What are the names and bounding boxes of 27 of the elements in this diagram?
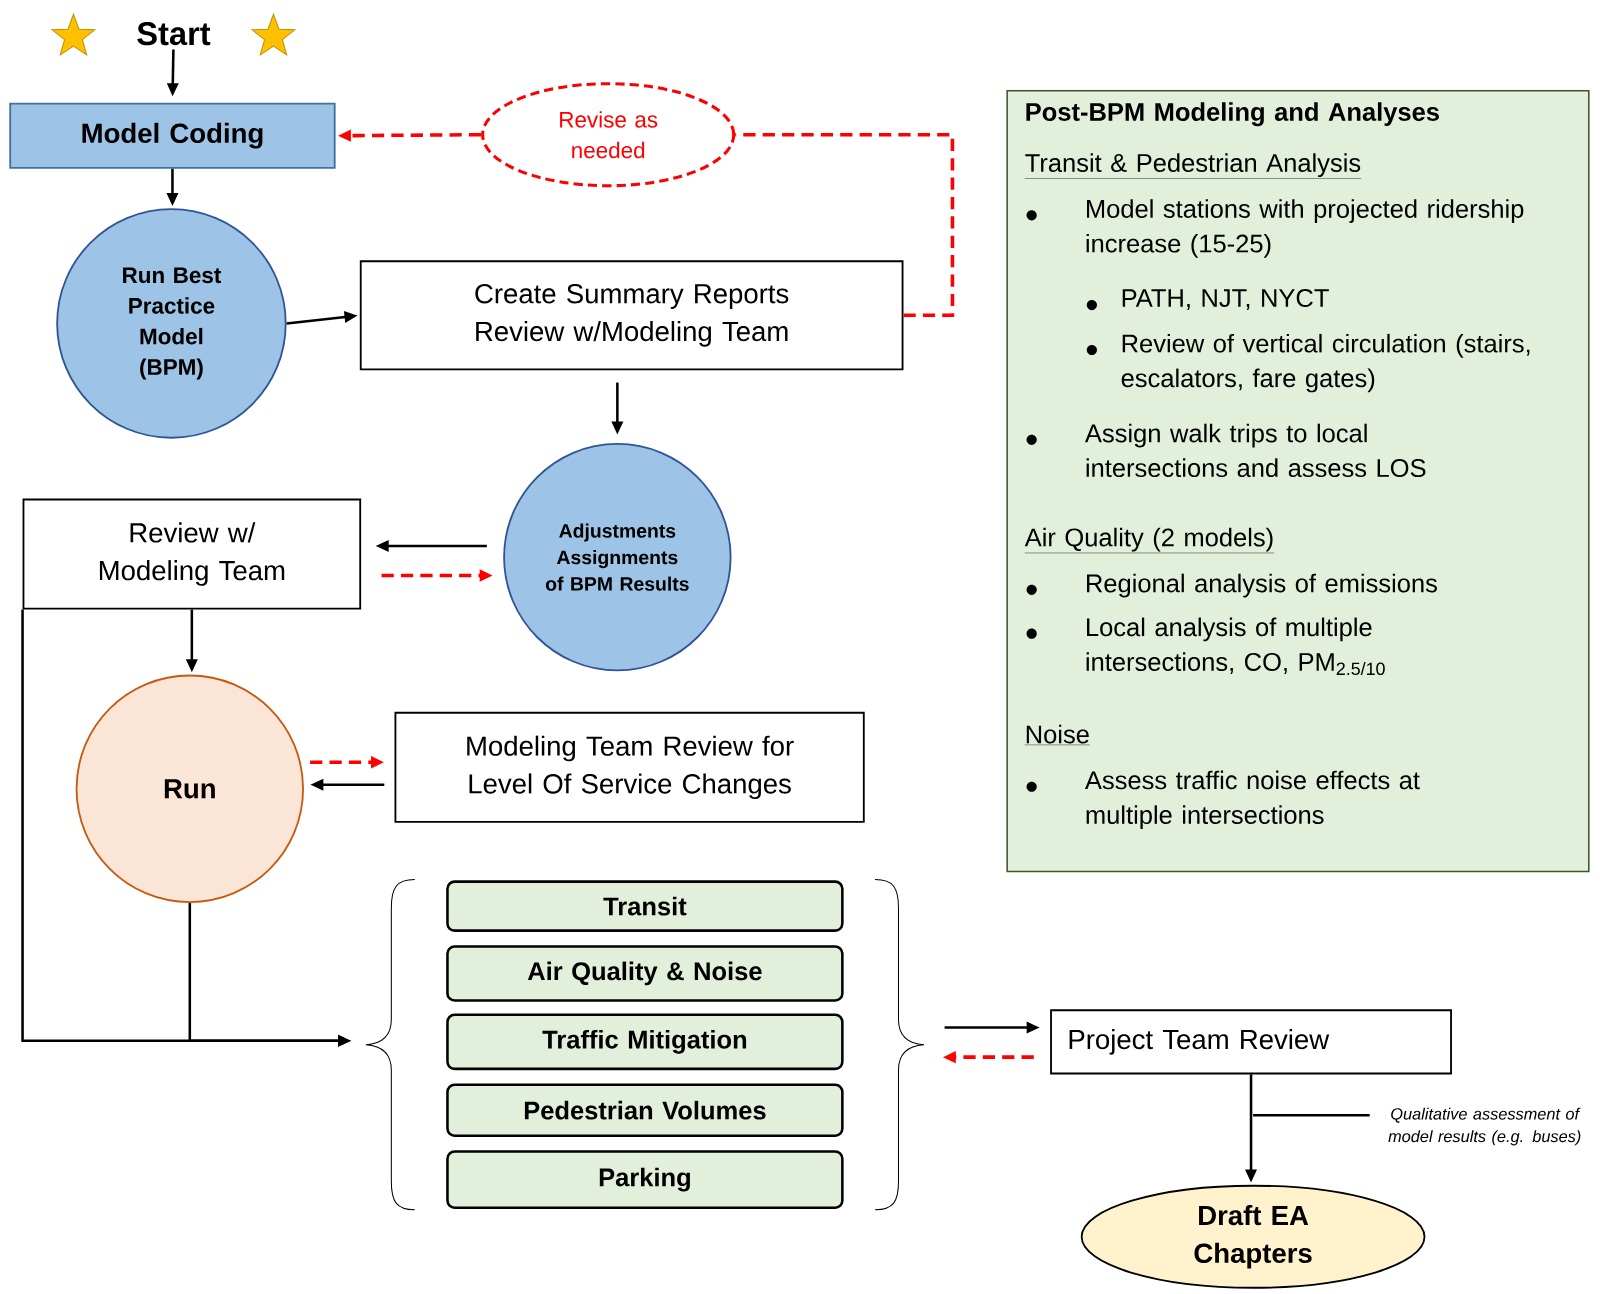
category-box: Air Quality & Noise bbox=[446, 945, 844, 1002]
bullet-text: Local analysis of multiple intersections, CO, PM$_{2.5/10}$ bbox=[1086, 617, 1385, 676]
category-box: Transit bbox=[446, 880, 844, 932]
start-label: Start bbox=[137, 22, 211, 46]
info-panel bbox=[1006, 90, 1590, 873]
section-heading: Air Quality (2 models) bbox=[1024, 527, 1275, 554]
category-box: Pedestrian Volumes bbox=[446, 1083, 844, 1138]
bullet-text: Assign walk trips to local intersections and assess LOS bbox=[1084, 423, 1426, 478]
process-box: Create Summary Reports Review w/Modeling Team bbox=[359, 260, 904, 371]
process-box: Review w/ Modeling Team bbox=[22, 498, 362, 610]
process-box: Modeling Team Review for Level Of Service Changes bbox=[394, 711, 865, 823]
note-text: Qualitative assessment of model results (e.g. buses) bbox=[1388, 1107, 1581, 1146]
leader-line bbox=[1253, 1114, 1370, 1117]
category-box: Parking bbox=[446, 1150, 844, 1209]
section-heading: Noise bbox=[1024, 724, 1091, 746]
bullet-text: Review of vertical circulation (stairs, escalators, fare gates) bbox=[1121, 333, 1530, 393]
bracket-group bbox=[365, 879, 925, 1211]
bullet-text: Model stations with projected ridership increase (15-25) bbox=[1086, 199, 1524, 258]
category-box: Traffic Mitigation bbox=[446, 1013, 844, 1071]
bullet-text: PATH, NJT, NYCT bbox=[1122, 289, 1329, 311]
process-box: Model Coding bbox=[9, 102, 336, 169]
panel-heading: Post-BPM Modeling and Analyses bbox=[1026, 102, 1439, 127]
section-heading: Transit & Pedestrian Analysis bbox=[1024, 153, 1362, 179]
connector-line bbox=[735, 132, 955, 318]
process-box: Project Team Review bbox=[1050, 1009, 1452, 1075]
bullet-text: Regional analysis of emissions bbox=[1087, 573, 1437, 598]
bullet-text: Assess traffic noise effects at multiple intersections bbox=[1084, 770, 1420, 830]
